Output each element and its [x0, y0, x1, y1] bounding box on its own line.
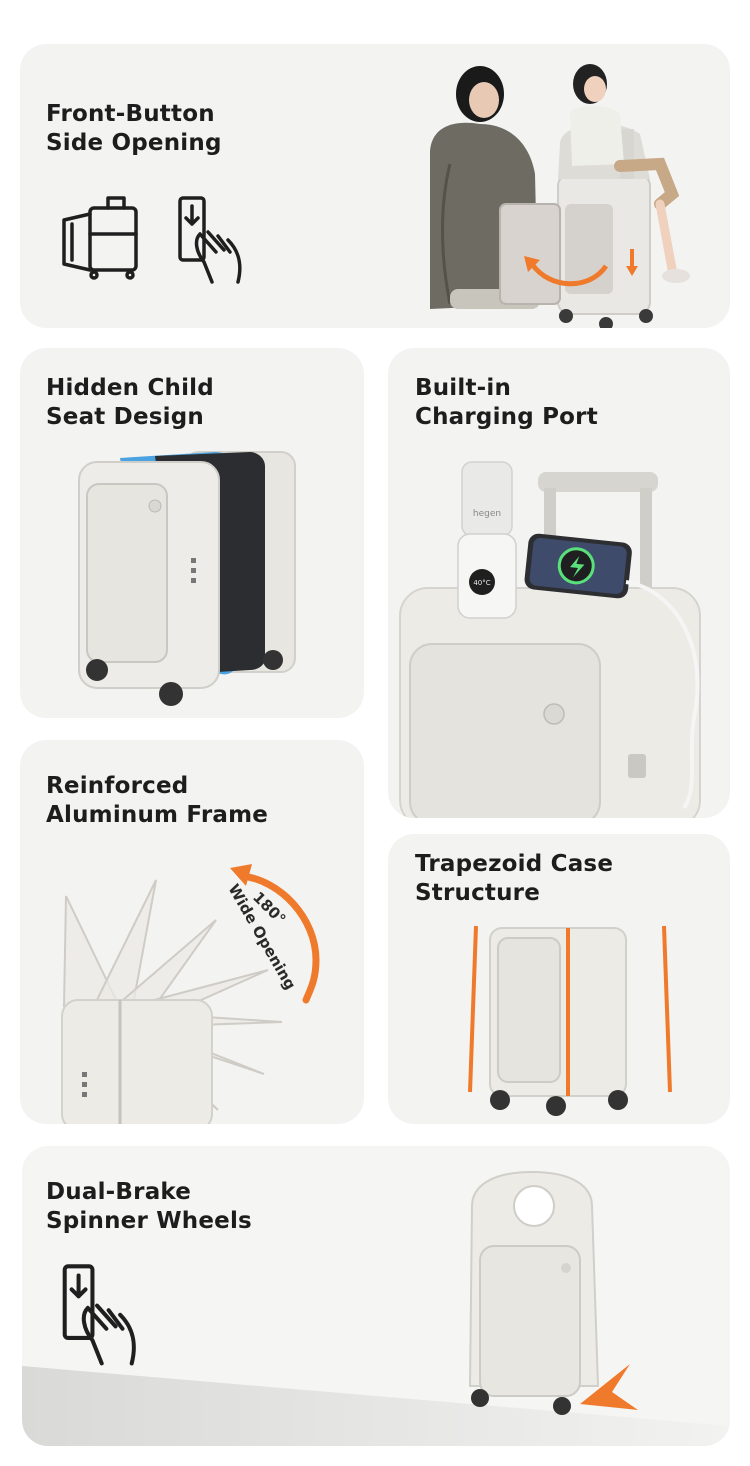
suitcase-side-open-icon	[62, 196, 138, 280]
feature-card-child-seat: Hidden Child Seat Design	[20, 348, 364, 718]
press-button-hand-icon	[178, 196, 242, 284]
feature-title: Front-Button Side Opening	[46, 101, 222, 156]
floor-shadow	[22, 1366, 730, 1446]
feature-title: Trapezoid Case Structure	[415, 851, 614, 906]
child-seat-suitcase-photo	[78, 451, 296, 706]
feature-card-trapezoid: Trapezoid Case Structure	[388, 834, 730, 1124]
feature-title: Hidden Child Seat Design	[46, 375, 214, 430]
bottle-temp-text: 40°C	[473, 579, 490, 587]
trapezoid-suitcase-photo	[468, 925, 672, 1116]
frame-opening-photo: 180° Wide Opening	[61, 864, 320, 1124]
feature-card-aluminum-frame: Reinforced Aluminum Frame 180° Wide Open…	[20, 740, 364, 1124]
feature-title: Built-in Charging Port	[415, 375, 598, 430]
woman-child-suitcase-photo	[430, 64, 690, 328]
feature-card-charging-port: Built-in Charging Port hegen 40°C	[388, 348, 730, 818]
bottle-brand-text: hegen	[473, 509, 501, 519]
feature-card-spinner-wheels: Dual-Brake Spinner Wheels	[22, 1146, 730, 1446]
feature-title: Dual-Brake Spinner Wheels	[46, 1179, 252, 1234]
press-button-hand-icon	[62, 1264, 136, 1366]
feature-title: Reinforced Aluminum Frame	[46, 773, 269, 828]
feature-card-side-opening: Front-Button Side Opening	[20, 44, 730, 328]
charging-suitcase-photo: hegen 40°C	[399, 461, 701, 818]
brake-wheel-suitcase-photo	[468, 1170, 638, 1415]
